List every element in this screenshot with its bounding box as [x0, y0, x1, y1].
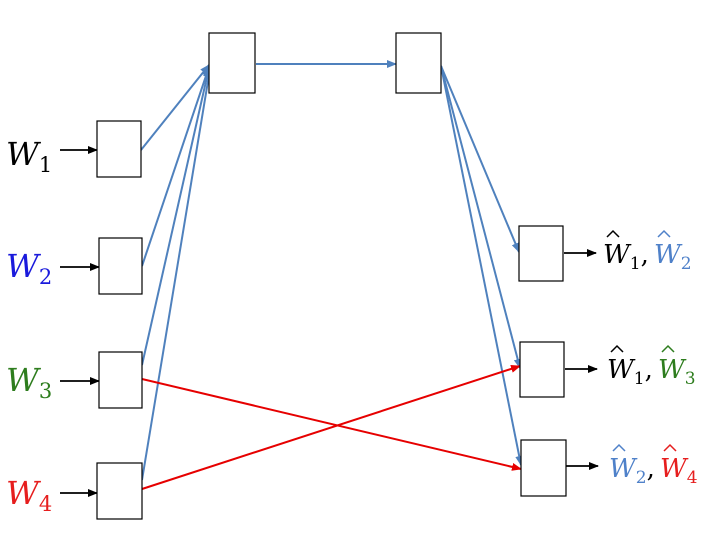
svg-text:W1,: W1,	[607, 355, 653, 389]
edge-source1-relay	[140, 64, 210, 151]
input-label-1: W1	[6, 135, 52, 177]
sink-node-1	[518, 225, 564, 282]
relay-node-1	[208, 32, 256, 94]
edge-relay-sink1	[440, 65, 520, 253]
edge-source4-sink2	[141, 364, 521, 490]
source-node-4	[96, 462, 143, 520]
edge-relay-sink2	[440, 65, 522, 369]
relay-node-2	[395, 32, 442, 94]
hat-icon	[657, 229, 671, 238]
hat-icon	[606, 229, 620, 238]
input-label-3: W3	[6, 361, 52, 403]
source-to-relay-edges	[140, 64, 213, 481]
svg-text:W4: W4	[660, 454, 698, 488]
output-label-1: W1, W2	[603, 229, 692, 274]
source-node-2	[98, 237, 143, 295]
output-labels: W1, W2 W1, W3 W2, W4	[603, 229, 698, 488]
sink-node-3	[520, 439, 567, 497]
svg-text:W2: W2	[654, 240, 692, 274]
edge-source3-sink3	[141, 378, 522, 471]
hat-icon	[661, 344, 675, 353]
svg-text:W3: W3	[658, 355, 696, 389]
svg-text:W1,: W1,	[603, 240, 649, 274]
edge-source3-relay	[141, 67, 211, 366]
source-node-1	[96, 120, 142, 178]
hat-icon	[663, 443, 677, 452]
source-node-3	[98, 351, 143, 409]
edge-source2-relay	[141, 66, 210, 267]
input-label-4: W4	[6, 474, 52, 516]
nodes	[96, 32, 567, 520]
relay-to-sink-edges	[440, 65, 524, 466]
input-labels: W1 W2 W3 W4	[6, 135, 52, 516]
svg-text:W2,: W2,	[609, 454, 655, 488]
output-arrows	[564, 249, 599, 470]
direct-edges	[141, 364, 522, 490]
edge-source4-relay	[141, 68, 213, 481]
hat-icon	[610, 344, 624, 353]
input-label-2: W2	[6, 247, 52, 289]
output-label-3: W2, W4	[609, 443, 698, 488]
output-label-2: W1, W3	[607, 344, 696, 389]
sink-node-2	[519, 341, 565, 398]
hat-icon	[612, 443, 626, 452]
edge-relay-sink3	[440, 65, 524, 466]
input-arrows	[60, 146, 100, 497]
